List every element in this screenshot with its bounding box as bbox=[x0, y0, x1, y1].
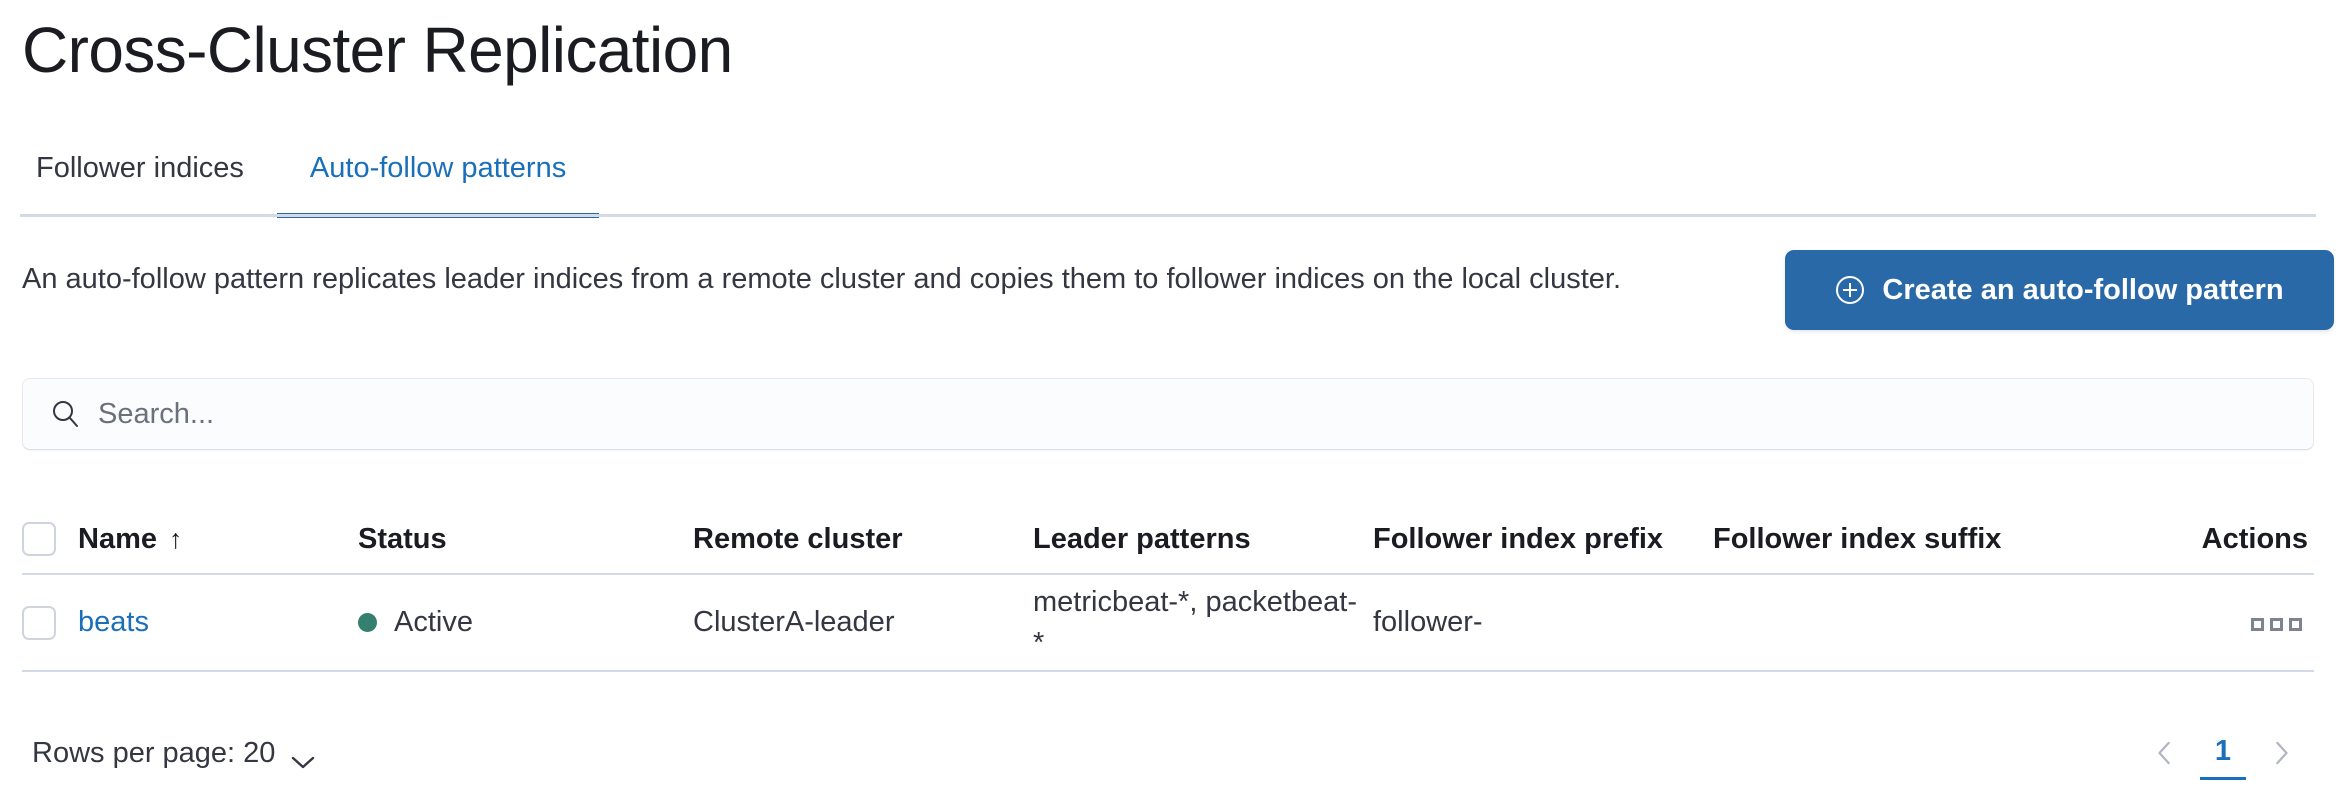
rows-per-page-selector[interactable]: Rows per page: 20 bbox=[22, 729, 326, 778]
actions-square-3 bbox=[2289, 618, 2302, 631]
page-description: An auto-follow pattern replicates leader… bbox=[22, 263, 1622, 295]
cell-follower-index-prefix: follower- bbox=[1373, 606, 1483, 638]
status-label: Active bbox=[394, 606, 473, 638]
pagination-previous-button[interactable] bbox=[2138, 726, 2192, 780]
column-header-name[interactable]: Name ↑ bbox=[78, 523, 358, 556]
column-header-follower-index-suffix[interactable]: Follower index suffix bbox=[1713, 522, 2002, 555]
search-input[interactable] bbox=[98, 379, 2287, 449]
select-all-checkbox-cell bbox=[22, 522, 78, 556]
tab-label: Auto-follow patterns bbox=[309, 152, 567, 184]
create-button-label: Create an auto-follow pattern bbox=[1882, 273, 2284, 306]
pagination-page-1[interactable]: 1 bbox=[2200, 726, 2246, 780]
sort-ascending-icon: ↑ bbox=[169, 523, 183, 554]
cell-actions bbox=[2133, 606, 2314, 639]
auto-follow-patterns-table: Name ↑ Status Remote cluster Leader patte… bbox=[22, 505, 2314, 672]
tab-label: Follower indices bbox=[36, 152, 244, 184]
actions-square-1 bbox=[2251, 618, 2264, 631]
column-header-status[interactable]: Status bbox=[358, 522, 447, 555]
select-all-checkbox[interactable] bbox=[22, 522, 56, 556]
tab-bar: Follower indices Auto-follow patterns bbox=[22, 140, 2314, 218]
table-header-row: Name ↑ Status Remote cluster Leader patte… bbox=[22, 505, 2314, 575]
table-footer: Rows per page: 20 1 bbox=[22, 718, 2314, 788]
tab-follower-indices[interactable]: Follower indices bbox=[22, 140, 277, 218]
column-header-leader-patterns[interactable]: Leader patterns bbox=[1033, 522, 1251, 555]
rows-per-page-label: Rows per page: 20 bbox=[32, 736, 276, 769]
cell-remote-cluster: ClusterA-leader bbox=[693, 606, 895, 638]
column-header-label: Name bbox=[78, 522, 157, 555]
search-bar[interactable] bbox=[22, 378, 2314, 450]
actions-square-2 bbox=[2270, 618, 2283, 631]
cell-leader-patterns: metricbeat-*, packetbeat-* bbox=[1033, 585, 1357, 659]
row-checkbox-cell bbox=[22, 605, 78, 640]
cell-name: beats bbox=[78, 606, 358, 639]
tab-bar-divider bbox=[20, 214, 2316, 217]
column-header-remote-cluster[interactable]: Remote cluster bbox=[693, 522, 903, 555]
status-dot-icon bbox=[358, 613, 377, 632]
chevron-down-icon bbox=[290, 745, 316, 769]
cell-status: Active bbox=[358, 606, 693, 639]
pagination-next-button[interactable] bbox=[2254, 726, 2308, 780]
search-icon bbox=[49, 398, 81, 430]
column-header-actions: Actions bbox=[2201, 522, 2308, 555]
page-title: Cross-Cluster Replication bbox=[22, 14, 733, 86]
column-header-follower-index-prefix[interactable]: Follower index prefix bbox=[1373, 522, 1664, 555]
row-select-checkbox[interactable] bbox=[22, 605, 56, 640]
pagination: 1 bbox=[2138, 726, 2314, 780]
actions-menu-icon[interactable] bbox=[2245, 612, 2308, 637]
table-row: beats Active ClusterA-leader metricbeat-… bbox=[22, 575, 2314, 672]
pattern-name-link[interactable]: beats bbox=[78, 606, 149, 638]
create-auto-follow-pattern-button[interactable]: Create an auto-follow pattern bbox=[1785, 250, 2334, 330]
tab-auto-follow-patterns[interactable]: Auto-follow patterns bbox=[276, 140, 600, 218]
plus-in-circle-icon bbox=[1835, 275, 1865, 305]
